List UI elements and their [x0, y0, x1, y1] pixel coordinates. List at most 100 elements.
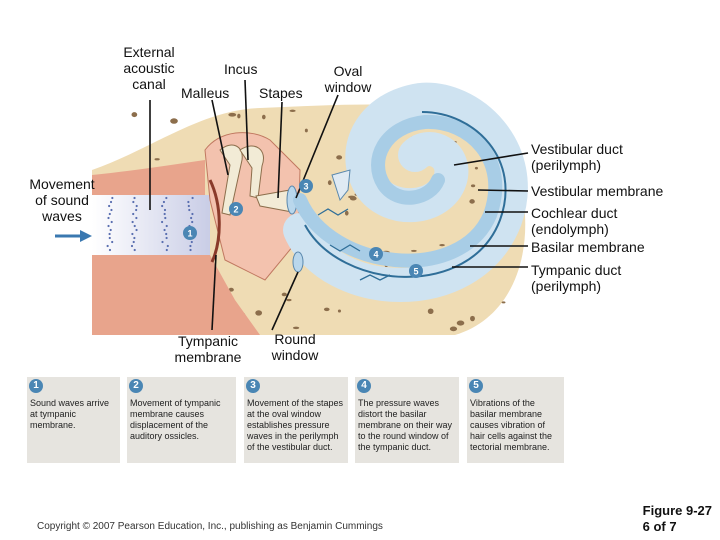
- bone-pore: [427, 308, 434, 315]
- step-panel-2: 2 Movement of tympanic membrane causes d…: [127, 377, 236, 463]
- vestibule-shape: [331, 169, 351, 202]
- figure-page: 6 of 7: [642, 519, 677, 534]
- label-oval-window: Oval window: [324, 63, 372, 95]
- label-stapes: Stapes: [259, 85, 303, 101]
- step-panel-5: 5 Vibrations of the basilar membrane cau…: [467, 377, 564, 463]
- sound-wave-dot: [189, 248, 192, 252]
- step-number-badge: 3: [246, 379, 260, 393]
- bone-pore: [344, 210, 349, 216]
- sound-wave-dot: [165, 224, 168, 228]
- sound-wave-dot: [108, 232, 111, 236]
- svg-text:1: 1: [187, 229, 192, 239]
- step-panel-3: 3 Movement of the stapes at the oval win…: [244, 377, 348, 463]
- sound-wave-dot: [135, 204, 138, 208]
- sound-wave-dot: [108, 248, 112, 252]
- sound-wave-dot: [133, 236, 136, 240]
- label-tympanic-duct: Tympanic duct (perilymph): [531, 262, 622, 294]
- sound-wave-dot: [188, 208, 191, 212]
- marker-1: 1: [183, 226, 197, 240]
- sound-wave-dot: [163, 208, 167, 212]
- sound-wave-dot: [190, 216, 193, 220]
- svg-text:2: 2: [233, 205, 238, 215]
- marker-2: 2: [229, 202, 243, 216]
- copyright-notice: Copyright © 2007 Pearson Education, Inc.…: [37, 521, 383, 532]
- label-cochlear-duct: Cochlear duct (endolymph): [531, 205, 618, 237]
- bone-pore: [474, 166, 478, 170]
- step-description: Sound waves arrive at tympanic membrane.: [30, 398, 110, 430]
- bone-pore: [292, 326, 300, 330]
- sound-wave-dot: [135, 216, 138, 220]
- sound-wave-dot: [135, 208, 138, 212]
- label-external-acoustic-canal: External acoustic canal: [123, 44, 175, 92]
- sound-wave-dot: [133, 224, 136, 228]
- label-tympanic-membrane: Tympanic membrane: [174, 333, 242, 365]
- sound-wave-dot: [108, 236, 111, 240]
- bone-pore: [348, 195, 356, 199]
- bone-pore: [501, 301, 506, 304]
- tympanic-membrane-shape: [208, 179, 221, 263]
- pressure-wave-line: [359, 274, 391, 281]
- sound-arrow-head: [80, 230, 92, 242]
- step-number-badge: 4: [357, 379, 371, 393]
- label-incus: Incus: [224, 61, 258, 77]
- sound-wave-dot: [165, 196, 168, 200]
- bone-pore: [281, 292, 287, 297]
- sound-wave-dot: [106, 244, 109, 248]
- bone-pore: [237, 113, 241, 119]
- sound-wave-dot: [166, 244, 169, 248]
- pressure-wave-line: [317, 208, 349, 216]
- sound-wave-dot: [110, 220, 113, 224]
- step-description: Vibrations of the basilar membrane cause…: [470, 398, 553, 452]
- bone-pore: [170, 118, 178, 124]
- bone-pore: [262, 114, 266, 120]
- step-number-badge: 1: [29, 379, 43, 393]
- bone-pore: [131, 112, 138, 118]
- sound-wave-dot: [189, 244, 192, 248]
- bone-pore: [154, 158, 160, 161]
- sound-wave-dot: [109, 228, 112, 232]
- sound-wave-dot: [135, 228, 138, 232]
- sound-wave-dot: [111, 240, 114, 244]
- figure-caption: Figure 9-27 6 of 7: [643, 503, 712, 535]
- bone-pore: [411, 249, 417, 252]
- pressure-wave-line: [329, 244, 361, 252]
- bone-pore: [323, 307, 330, 312]
- ear-canal: [92, 195, 210, 255]
- marker-3: 3: [299, 179, 313, 193]
- label-vestibular-duct: Vestibular duct (perilymph): [531, 141, 623, 173]
- sound-wave-dot: [108, 212, 111, 216]
- bone-pore: [327, 180, 332, 186]
- sound-wave-dot: [133, 196, 136, 200]
- sound-wave-dot: [187, 200, 190, 204]
- bone-pore: [439, 244, 445, 247]
- sound-wave-dot: [165, 248, 168, 252]
- marker-4: 4: [369, 247, 383, 261]
- leader-lines: [149, 79, 529, 331]
- step-number-badge: 5: [469, 379, 483, 393]
- sound-wave-dot: [163, 212, 166, 216]
- sound-wave-dot: [133, 248, 136, 252]
- svg-text:5: 5: [413, 267, 418, 277]
- bone-pore: [470, 315, 475, 322]
- sound-wave-dot: [130, 244, 134, 248]
- label-round-window: Round window: [271, 331, 319, 363]
- basilar-membrane-shape: [304, 111, 507, 278]
- sound-wave-dot: [132, 200, 135, 204]
- sound-wave-dot: [162, 200, 166, 204]
- sound-wave-dot: [161, 204, 164, 208]
- sound-wave-dot: [110, 208, 113, 212]
- step-panel-1: 1 Sound waves arrive at tympanic membran…: [27, 377, 120, 463]
- sound-wave-dot: [163, 228, 166, 232]
- cochlea-tympanic-duct: [283, 82, 528, 302]
- bone-pore: [470, 184, 476, 188]
- label-movement-of-sound-waves: Movement of sound waves: [29, 176, 95, 224]
- bone-pore: [228, 112, 237, 117]
- sound-wave-dot: [165, 232, 168, 236]
- sound-wave-dot: [164, 216, 167, 220]
- bone-pore: [286, 298, 292, 302]
- label-basilar-membrane: Basilar membrane: [531, 239, 645, 255]
- sound-wave-dot: [132, 240, 135, 244]
- bone-pore: [228, 287, 234, 292]
- sound-wave-dot: [190, 240, 193, 244]
- bone-pore: [337, 309, 341, 313]
